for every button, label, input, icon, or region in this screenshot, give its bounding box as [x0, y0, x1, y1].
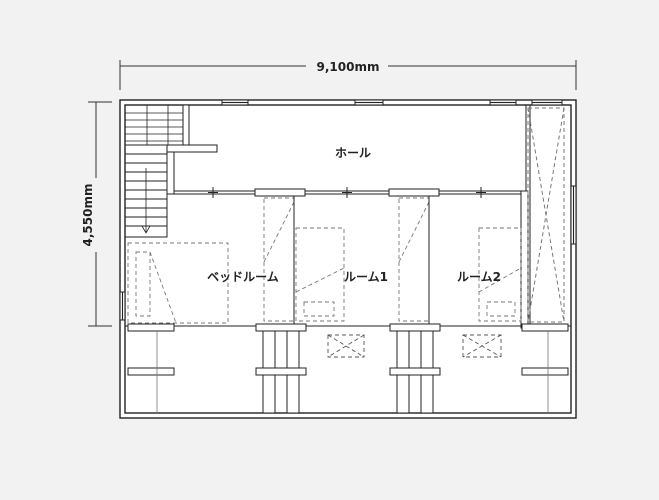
hall-partition	[174, 187, 521, 198]
right-closet	[520, 105, 565, 329]
room-label-bedroom: ベッドルーム	[207, 270, 279, 284]
lower-closets	[125, 323, 571, 414]
room-label-room2: ルーム2	[457, 270, 501, 284]
height-dimension-label: 4,550mm	[81, 184, 95, 247]
outer-walls	[119, 99, 577, 419]
hatch-boxes	[327, 334, 502, 358]
height-dimension	[88, 101, 112, 327]
width-dimension	[119, 60, 577, 90]
top-windows	[221, 99, 563, 106]
room-label-hall: ホール	[335, 146, 371, 160]
interior-walls	[293, 196, 430, 326]
room-label-room1: ルーム1	[344, 270, 388, 284]
width-dimension-label: 9,100mm	[317, 60, 380, 74]
bedroom-bed	[127, 242, 229, 324]
staircase	[124, 104, 218, 238]
side-windows	[119, 185, 577, 321]
